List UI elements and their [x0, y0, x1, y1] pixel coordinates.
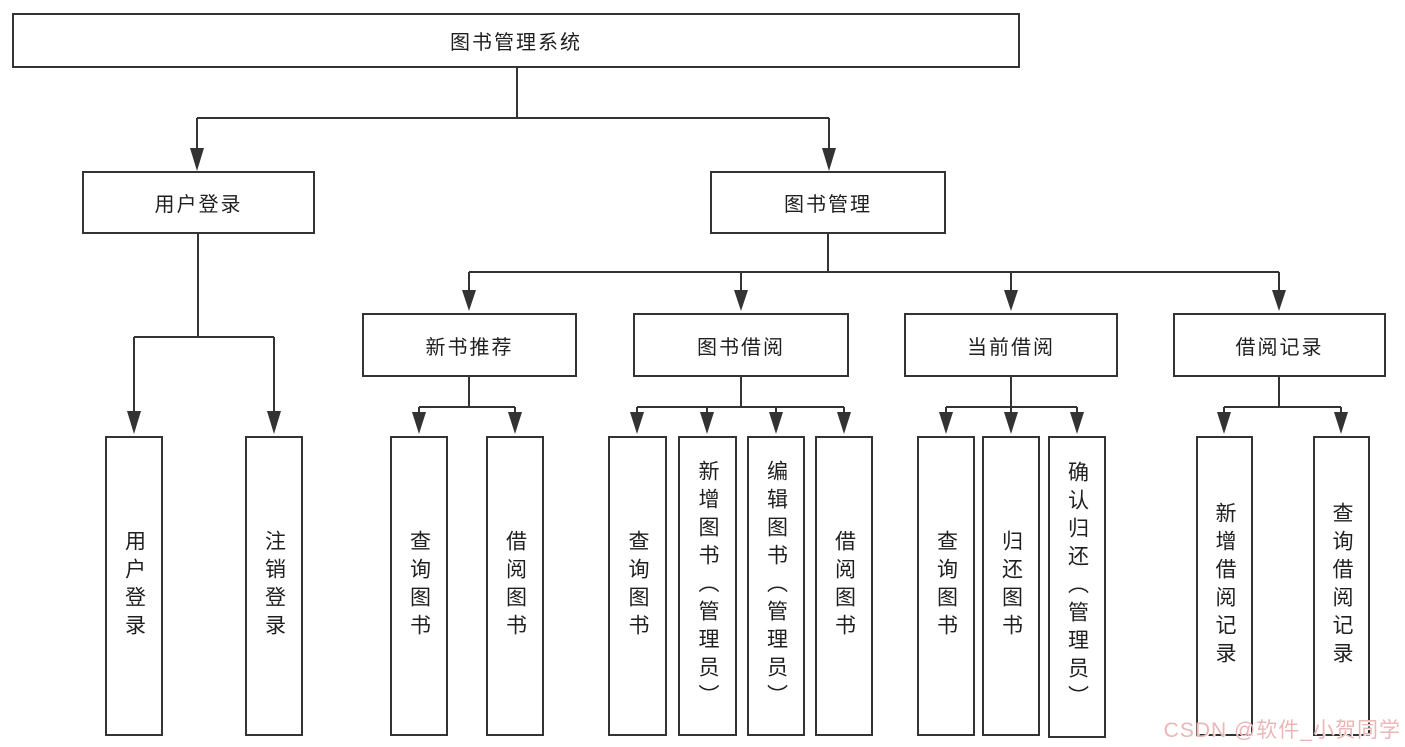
- leaf-borrow-edit-book-admin-label: 编辑图书（管理员）: [764, 460, 788, 712]
- leaf-recommend-query-book-label: 查询图书: [407, 530, 431, 642]
- leaf-records-add-record: 新增借阅记录: [1196, 436, 1253, 736]
- leaf-recommend-borrow-book-label: 借阅图书: [503, 530, 527, 642]
- node-root: 图书管理系统: [12, 13, 1020, 68]
- node-root-label: 图书管理系统: [450, 32, 582, 54]
- node-current-borrow: 当前借阅: [904, 313, 1118, 377]
- arrow-down-icon: [190, 148, 204, 171]
- node-borrow-records: 借阅记录: [1173, 313, 1386, 377]
- leaf-records-query-record: 查询借阅记录: [1313, 436, 1370, 736]
- leaf-records-query-record-label: 查询借阅记录: [1330, 502, 1353, 670]
- leaf-borrow-add-book-admin: 新增图书（管理员）: [678, 436, 737, 736]
- arrow-down-icon: [267, 411, 281, 434]
- leaf-current-confirm-return-admin-label: 确认归还（管理员）: [1065, 461, 1089, 713]
- arrow-down-icon: [508, 412, 522, 434]
- arrow-down-icon: [412, 412, 426, 434]
- leaf-current-confirm-return-admin: 确认归还（管理员）: [1048, 436, 1106, 738]
- node-book-borrow-label: 图书借阅: [697, 336, 785, 359]
- arrow-down-icon: [1217, 412, 1231, 434]
- arrow-down-icon: [1272, 290, 1286, 311]
- node-book-management: 图书管理: [710, 171, 946, 234]
- arrow-down-icon: [769, 412, 783, 434]
- node-new-book-recommend: 新书推荐: [362, 313, 577, 377]
- leaf-logout: 注销登录: [245, 436, 303, 736]
- leaf-recommend-borrow-book: 借阅图书: [486, 436, 544, 736]
- node-book-borrow: 图书借阅: [633, 313, 849, 377]
- leaf-recommend-query-book: 查询图书: [390, 436, 448, 736]
- arrow-down-icon: [700, 412, 714, 434]
- arrow-down-icon: [127, 411, 141, 434]
- leaf-current-query-book-label: 查询图书: [934, 530, 958, 642]
- leaf-borrow-edit-book-admin: 编辑图书（管理员）: [747, 436, 805, 736]
- leaf-current-query-book: 查询图书: [917, 436, 975, 736]
- leaf-borrow-query-book: 查询图书: [608, 436, 667, 736]
- arrow-down-icon: [822, 148, 836, 171]
- leaf-borrow-borrow-book: 借阅图书: [815, 436, 873, 736]
- leaf-user-login-label: 用户登录: [122, 530, 146, 642]
- arrow-down-icon: [1070, 412, 1084, 434]
- leaf-logout-label: 注销登录: [262, 530, 286, 642]
- leaf-current-return-book: 归还图书: [982, 436, 1040, 736]
- leaf-borrow-borrow-book-label: 借阅图书: [832, 530, 856, 642]
- node-user-login-label: 用户登录: [154, 194, 243, 216]
- arrow-down-icon: [1334, 412, 1348, 434]
- leaf-records-add-record-label: 新增借阅记录: [1213, 502, 1236, 670]
- node-current-borrow-label: 当前借阅: [967, 336, 1055, 359]
- csdn-watermark: CSDN @软件_小贺同学: [1163, 719, 1401, 742]
- leaf-current-return-book-label: 归还图书: [999, 530, 1023, 642]
- leaf-borrow-add-book-admin-label: 新增图书（管理员）: [696, 460, 719, 712]
- arrow-down-icon: [939, 412, 953, 434]
- arrow-down-icon: [1004, 290, 1018, 311]
- node-borrow-records-label: 借阅记录: [1235, 336, 1324, 359]
- arrow-down-icon: [462, 290, 476, 311]
- arrow-down-icon: [630, 412, 644, 434]
- node-user-login: 用户登录: [82, 171, 315, 234]
- node-new-book-recommend-label: 新书推荐: [425, 336, 514, 359]
- leaf-borrow-query-book-label: 查询图书: [626, 530, 649, 642]
- arrow-down-icon: [1004, 412, 1018, 434]
- leaf-user-login: 用户登录: [105, 436, 163, 736]
- arrow-down-icon: [837, 412, 851, 434]
- node-book-management-label: 图书管理: [784, 194, 872, 216]
- arrow-down-icon: [734, 290, 748, 311]
